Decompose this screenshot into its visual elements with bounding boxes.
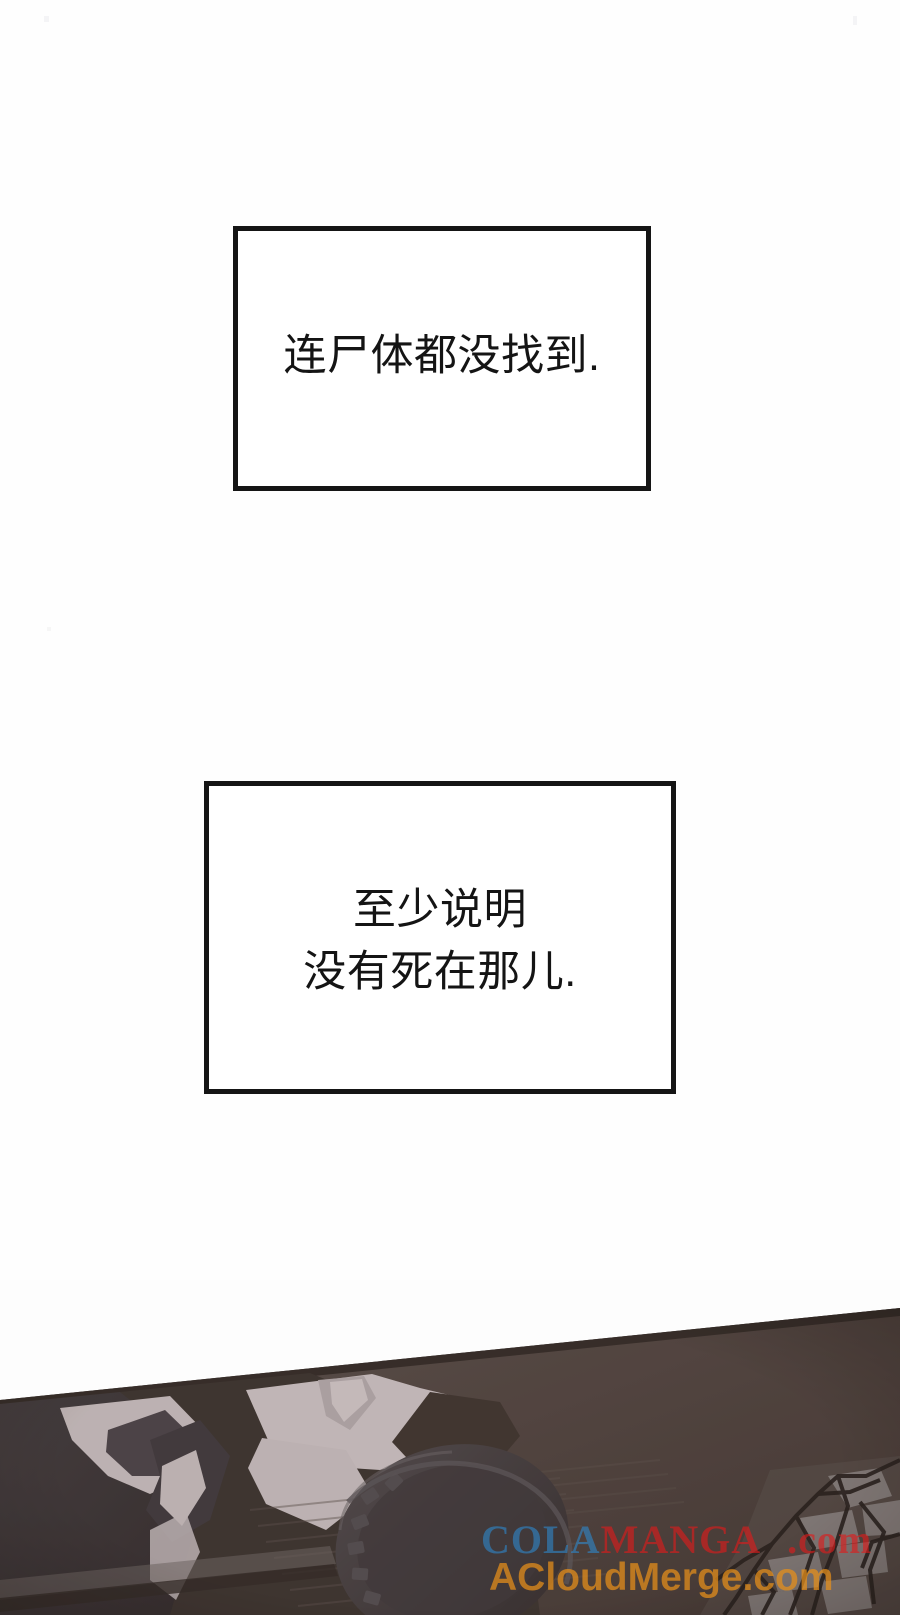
scan-artifact-middle [47,627,51,631]
illustration-canvas [0,1280,900,1615]
narration-panel-1: 连尸体都没找到. [233,226,651,491]
warm-color-wash [0,1308,900,1615]
scene-group [0,1308,900,1615]
bottom-illustration [0,1280,900,1615]
scan-artifact-top-left [44,16,49,22]
narration-panel-2: 至少说明 没有死在那儿. [204,781,676,1094]
narration-panel-1-text: 连尸体都没找到. [283,331,601,380]
narration-panel-2-text: 至少说明 没有死在那儿. [303,886,577,996]
scan-artifact-top-right [853,16,857,25]
